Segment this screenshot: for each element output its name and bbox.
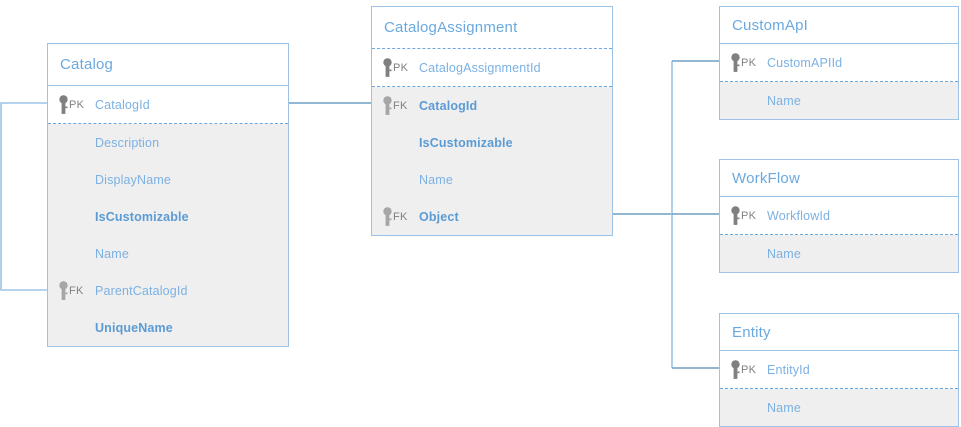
entity-table-catalog[interactable]: Catalog PK CatalogId Description Display…: [47, 43, 289, 347]
field-row[interactable]: PK EntityId: [720, 351, 958, 388]
key-icon: [731, 52, 740, 72]
key-icon: [59, 280, 68, 300]
key-tag: PK: [741, 363, 757, 376]
entity-title-band: Catalog: [48, 44, 288, 86]
field-name: DisplayName: [95, 172, 171, 187]
entity-pk-band: PK EntityId: [720, 351, 958, 389]
field-row[interactable]: DisplayName: [48, 161, 288, 198]
key-icon: [731, 359, 740, 379]
field-name: CatalogId: [419, 98, 478, 113]
entity-title-entity: Entity: [732, 323, 771, 341]
field-row[interactable]: IsCustomizable: [372, 124, 612, 161]
entity-title-band: Entity: [720, 314, 958, 351]
entity-attribute-band: Description DisplayName IsCustomizable N…: [48, 124, 288, 346]
entity-title-workflow: WorkFlow: [732, 169, 800, 187]
field-row[interactable]: FK Object: [372, 198, 612, 235]
key-icon: [383, 95, 392, 115]
entity-pk-band: PK CatalogId: [48, 86, 288, 124]
field-row[interactable]: PK CatalogAssignmentId: [372, 49, 612, 86]
key-icon: [59, 94, 68, 114]
field-row[interactable]: PK CustomAPIId: [720, 44, 958, 81]
entity-title-catalogassignment: CatalogAssignment: [384, 19, 518, 36]
entity-title-band: WorkFlow: [720, 160, 958, 197]
entity-pk-band: PK CustomAPIId: [720, 44, 958, 82]
field-row[interactable]: Name: [720, 235, 958, 272]
field-name: Object: [419, 209, 459, 224]
field-row[interactable]: FK ParentCatalogId: [48, 272, 288, 309]
field-name: Name: [767, 400, 801, 415]
entity-table-entity[interactable]: Entity PK EntityId Name: [719, 313, 959, 427]
field-name: CatalogId: [95, 97, 150, 112]
field-name: Name: [419, 172, 453, 187]
entity-pk-band: PK WorkflowId: [720, 197, 958, 235]
field-name: Name: [95, 246, 129, 261]
key-icon: [383, 57, 392, 77]
entity-title-customapi: CustomApI: [732, 16, 808, 34]
field-row[interactable]: Name: [720, 82, 958, 119]
field-name: Name: [767, 93, 801, 108]
key-tag: FK: [393, 99, 408, 112]
key-tag: FK: [69, 284, 84, 297]
entity-pk-band: PK CatalogAssignmentId: [372, 49, 612, 87]
entity-attribute-band: Name: [720, 389, 958, 426]
key-tag: FK: [393, 210, 408, 223]
entity-title-catalog: Catalog: [60, 56, 114, 73]
field-name: EntityId: [767, 362, 810, 377]
field-row[interactable]: UniqueName: [48, 309, 288, 346]
entity-table-catalogassignment[interactable]: CatalogAssignment PK CatalogAssignmentId: [371, 6, 613, 236]
field-row[interactable]: Name: [720, 389, 958, 426]
field-name: ParentCatalogId: [95, 283, 188, 298]
entity-title-band: CustomApI: [720, 7, 958, 44]
field-row[interactable]: Name: [48, 235, 288, 272]
field-row[interactable]: PK WorkflowId: [720, 197, 958, 234]
entity-attribute-band: Name: [720, 235, 958, 272]
field-row[interactable]: IsCustomizable: [48, 198, 288, 235]
entity-table-customapi[interactable]: CustomApI PK CustomAPIId Name: [719, 6, 959, 120]
entity-table-workflow[interactable]: WorkFlow PK WorkflowId Name: [719, 159, 959, 273]
field-row[interactable]: Description: [48, 124, 288, 161]
connector-object-branch: [613, 60, 719, 369]
field-name: Description: [95, 135, 160, 150]
field-row[interactable]: PK CatalogId: [48, 86, 288, 123]
entity-title-band: CatalogAssignment: [372, 7, 612, 49]
field-name: CustomAPIId: [767, 55, 843, 70]
key-icon: [731, 205, 740, 225]
key-tag: PK: [741, 209, 757, 222]
field-name: WorkflowId: [767, 208, 831, 223]
field-row[interactable]: Name: [372, 161, 612, 198]
connector-catalog-self: [0, 102, 47, 291]
key-icon: [383, 206, 392, 226]
field-name: Name: [767, 246, 801, 261]
entity-attribute-band: FK CatalogId IsCustomizable Name FK Obje…: [372, 87, 612, 235]
field-name: IsCustomizable: [95, 209, 189, 224]
field-row[interactable]: FK CatalogId: [372, 87, 612, 124]
field-name: UniqueName: [95, 320, 173, 335]
key-tag: PK: [741, 56, 757, 69]
field-name: IsCustomizable: [419, 135, 513, 150]
entity-attribute-band: Name: [720, 82, 958, 119]
key-tag: PK: [69, 98, 85, 111]
key-tag: PK: [393, 61, 409, 74]
field-name: CatalogAssignmentId: [419, 60, 541, 75]
